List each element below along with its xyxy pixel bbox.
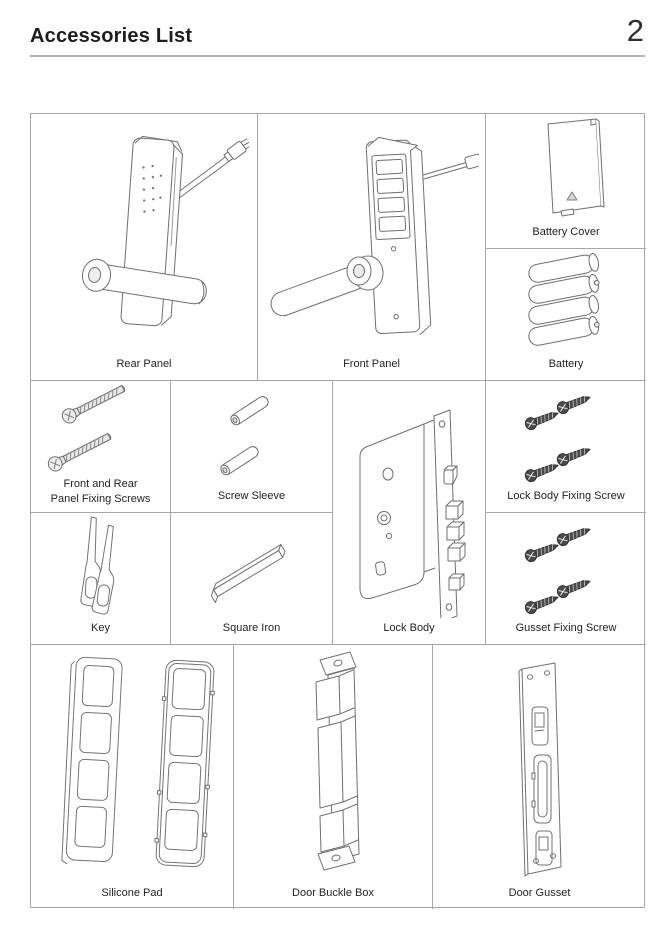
item-label: Lock Body bbox=[383, 621, 435, 634]
page-title: Accessories List bbox=[30, 25, 193, 47]
cell-door-buckle-box: Door Buckle Box bbox=[234, 645, 433, 909]
item-label: Key bbox=[91, 621, 110, 634]
cell-key: Key bbox=[31, 513, 171, 645]
item-label: Door Buckle Box bbox=[292, 886, 374, 899]
item-label: Front and Rear Panel Fixing Screws bbox=[50, 478, 151, 505]
page-number: 2 bbox=[626, 13, 644, 48]
cell-battery: Battery bbox=[486, 249, 646, 381]
item-label: Door Gusset bbox=[508, 886, 571, 899]
key-illustration bbox=[31, 513, 170, 618]
cell-gusset-fixing-screw: Gusset Fixing Screw bbox=[486, 513, 646, 645]
silicone-pad-illustration bbox=[31, 645, 233, 883]
front-panel-illustration bbox=[258, 114, 485, 354]
item-label: Rear Panel bbox=[116, 357, 172, 370]
lock-body-fixing-screw-illustration bbox=[486, 381, 646, 486]
item-label: Battery bbox=[548, 357, 584, 370]
item-label: Silicone Pad bbox=[101, 886, 163, 899]
cell-lock-body: Lock Body bbox=[333, 381, 486, 645]
cell-lock-body-fixing-screw: Lock Body Fixing Screw bbox=[486, 381, 646, 513]
gusset-fixing-screw-illustration bbox=[486, 513, 646, 618]
item-label: Square Iron bbox=[222, 621, 281, 634]
header-rule bbox=[30, 55, 645, 57]
item-label: Battery Cover bbox=[532, 225, 600, 238]
battery-cover-illustration bbox=[486, 114, 646, 222]
cell-door-gusset: Door Gusset bbox=[433, 645, 646, 909]
item-label: Front Panel bbox=[343, 357, 400, 370]
rear-panel-illustration bbox=[31, 114, 257, 354]
accessories-table: Rear Panel bbox=[30, 113, 646, 909]
cell-front-panel: Front Panel bbox=[258, 114, 486, 381]
item-label: Lock Body Fixing Screw bbox=[507, 489, 625, 502]
door-gusset-illustration bbox=[433, 645, 646, 883]
item-label: Gusset Fixing Screw bbox=[515, 621, 617, 634]
cell-battery-cover: Battery Cover bbox=[486, 114, 646, 249]
panel-fixing-screws-illustration bbox=[31, 381, 170, 476]
battery-illustration bbox=[486, 249, 646, 354]
cell-silicone-pad: Silicone Pad bbox=[31, 645, 234, 909]
cell-panel-fixing-screws: Front and Rear Panel Fixing Screws bbox=[31, 381, 171, 513]
lock-body-illustration bbox=[333, 381, 485, 618]
cell-screw-sleeve: Screw Sleeve bbox=[171, 381, 333, 513]
item-label: Screw Sleeve bbox=[217, 489, 286, 502]
door-buckle-box-illustration bbox=[234, 645, 432, 883]
screw-sleeve-illustration bbox=[171, 381, 332, 486]
cell-square-iron: Square Iron bbox=[171, 513, 333, 645]
square-iron-illustration bbox=[171, 513, 332, 618]
cell-rear-panel: Rear Panel bbox=[31, 114, 258, 381]
